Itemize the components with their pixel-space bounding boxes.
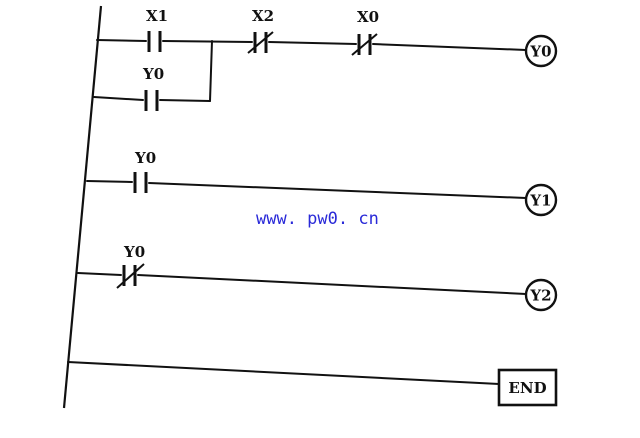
contact-x2-label: X2 bbox=[252, 7, 274, 25]
watermark-text: www. pw0. cn bbox=[256, 209, 379, 229]
rung-1: X1 X2 X0 Y0 bbox=[93, 7, 558, 111]
rung-2: Y0 Y1 bbox=[86, 149, 558, 217]
contact-x1-label: X1 bbox=[146, 7, 168, 25]
contact-y0-no: Y0 bbox=[133, 149, 156, 193]
contact-y0-parallel-label: Y0 bbox=[142, 65, 164, 83]
coil-y1: Y1 bbox=[524, 183, 558, 217]
end-label: END bbox=[508, 379, 546, 397]
contact-y0-parallel-no: Y0 bbox=[142, 65, 164, 111]
rung-4: END bbox=[67, 361, 558, 407]
contact-x0-label: X0 bbox=[357, 8, 379, 26]
rung-3: Y0 Y2 bbox=[77, 243, 558, 312]
coil-y1-label: Y1 bbox=[529, 192, 551, 210]
coil-y0-label: Y0 bbox=[529, 43, 551, 61]
contact-y0-rung2-label: Y0 bbox=[134, 149, 156, 167]
contact-x2-nc: X2 bbox=[247, 7, 274, 54]
contact-y0-nc: Y0 bbox=[116, 243, 145, 289]
contact-y0-rung3-label: Y0 bbox=[123, 243, 145, 261]
contact-x0-nc: X0 bbox=[351, 8, 379, 56]
coil-y2: Y2 bbox=[524, 278, 558, 312]
contact-x1-no: X1 bbox=[146, 7, 168, 52]
end-instruction: END bbox=[497, 368, 558, 407]
coil-y0: Y0 bbox=[524, 34, 558, 68]
left-power-rail bbox=[62, 5, 103, 409]
coil-y2-label: Y2 bbox=[529, 287, 551, 305]
